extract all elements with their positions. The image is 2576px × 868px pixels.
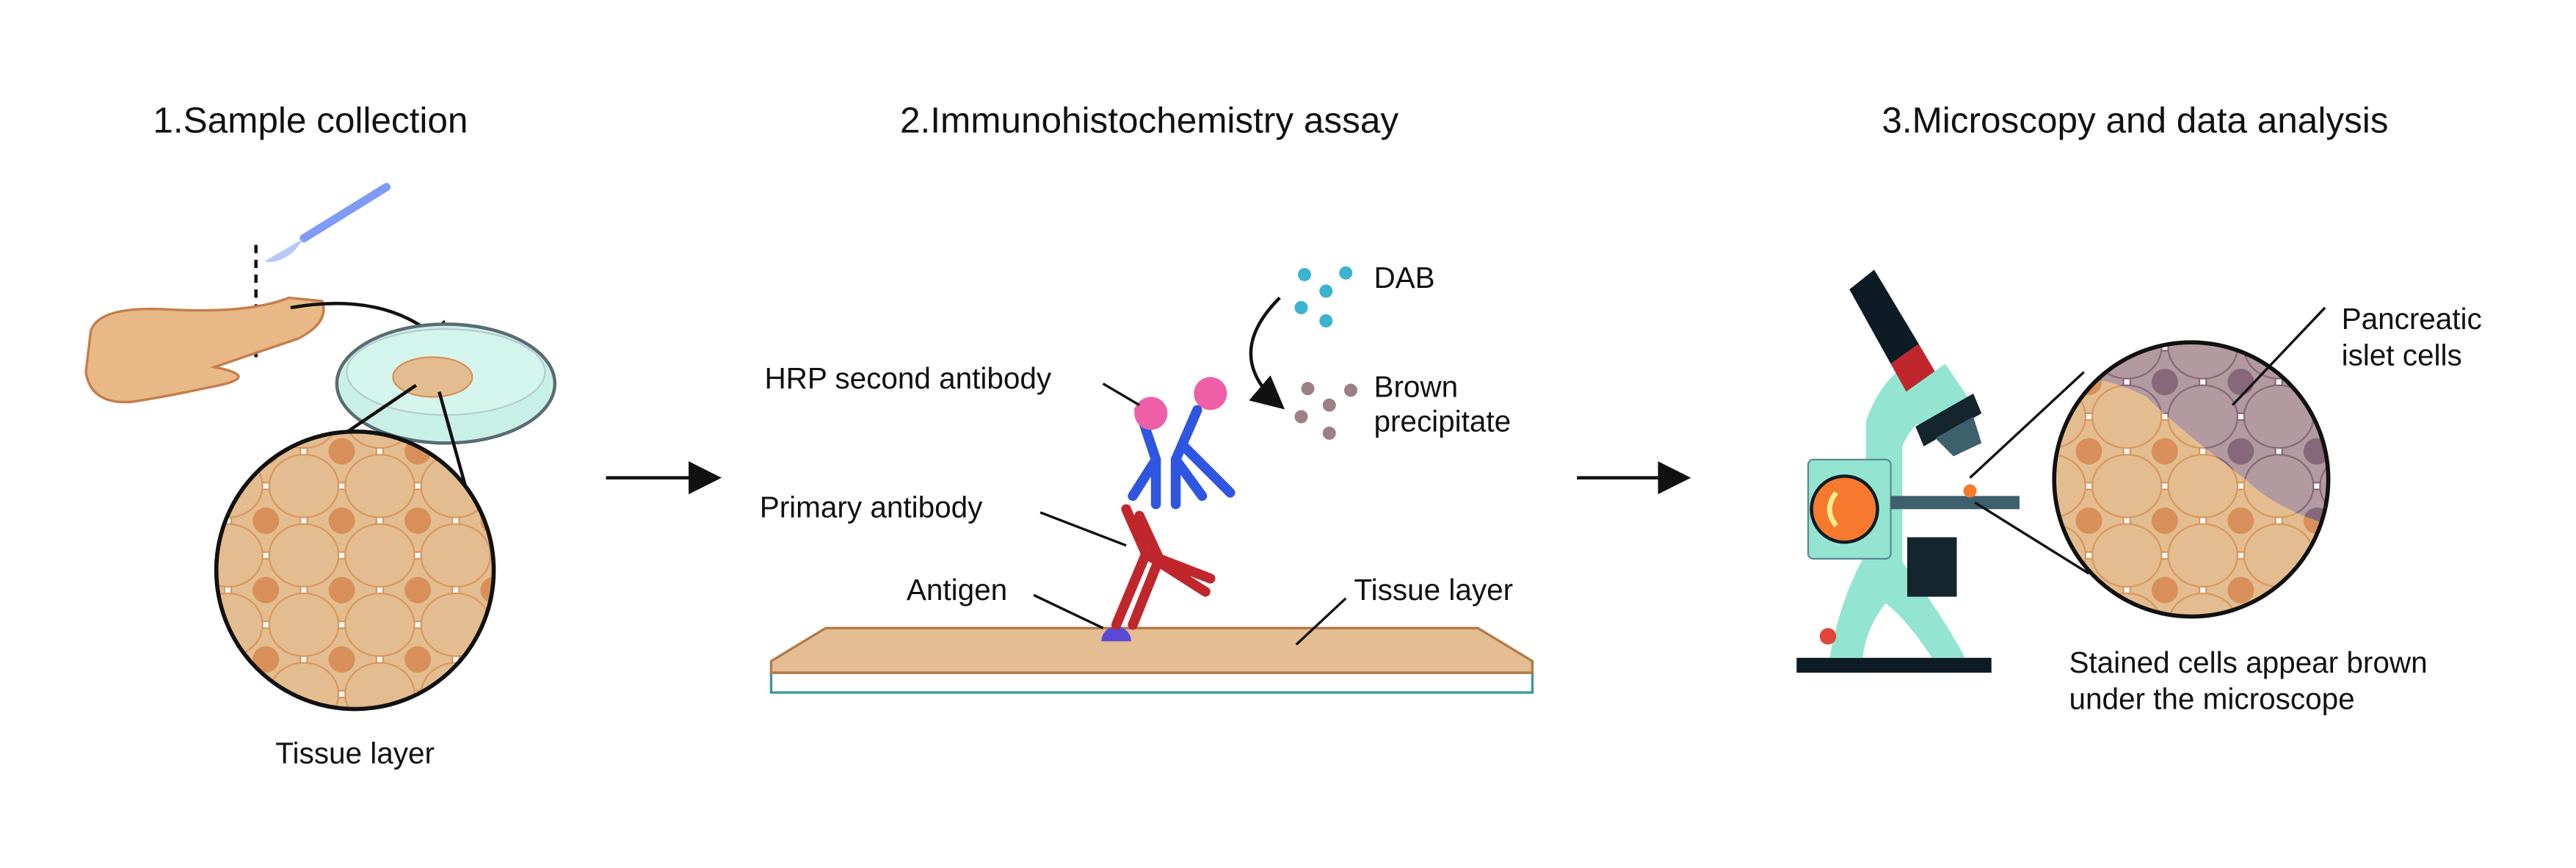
- leader-line: [1033, 593, 1104, 629]
- hrp-icon: [1194, 377, 1227, 411]
- islet-cells-magnified: [2054, 342, 2329, 617]
- hrp-second-antibody-label: HRP second antibody: [764, 361, 1051, 395]
- step2-title: 2.Immunohistochemistry assay: [900, 100, 1398, 140]
- pancreas-icon: [84, 296, 325, 404]
- scalpel-icon: [264, 183, 391, 262]
- stained-cells-caption: Stained cells appear brown: [2069, 645, 2427, 679]
- zoom-line: [1974, 501, 2090, 575]
- zoom-line: [1969, 371, 2085, 479]
- leader-line: [1102, 382, 1140, 407]
- leader-line: [1040, 511, 1127, 547]
- primary-antibody-icon: [1111, 504, 1216, 630]
- precipitate-dots: [1294, 382, 1357, 440]
- tissue-layer-label: Tissue layer: [1354, 573, 1513, 607]
- hrp-icon: [1134, 397, 1168, 430]
- leader-line: [2231, 306, 2326, 406]
- magnifier-circle: [2052, 340, 2331, 619]
- pancreatic-islet-label: Pancreatic: [2342, 302, 2482, 336]
- brown-precipitate-label: Brown: [1374, 369, 1458, 403]
- petri-dish-icon: [335, 322, 557, 445]
- microscope-icon: [1796, 270, 2020, 673]
- reaction-arrow: [1249, 296, 1285, 410]
- brown-precipitate-label: precipitate: [1374, 405, 1511, 438]
- dab-label: DAB: [1374, 261, 1434, 294]
- stained-cells-caption: under the microscope: [2069, 682, 2354, 716]
- pancreatic-islet-label: islet cells: [2342, 339, 2462, 372]
- antigen-icon: [1101, 626, 1131, 642]
- secondary-antibody-icon: [1128, 405, 1236, 510]
- step1-title: 1.Sample collection: [153, 100, 468, 140]
- tissue-layer: [769, 626, 1534, 674]
- tissue-cells-magnified: [214, 429, 496, 712]
- leader-line: [1295, 597, 1347, 646]
- primary-antibody-label: Primary antibody: [760, 491, 983, 524]
- tissue-layer-label: Tissue layer: [275, 737, 435, 770]
- step3-title: 3.Microscopy and data analysis: [1882, 100, 2388, 140]
- antigen-label: Antigen: [907, 573, 1007, 607]
- dab-dots: [1294, 266, 1353, 328]
- glass-slide: [769, 671, 1534, 694]
